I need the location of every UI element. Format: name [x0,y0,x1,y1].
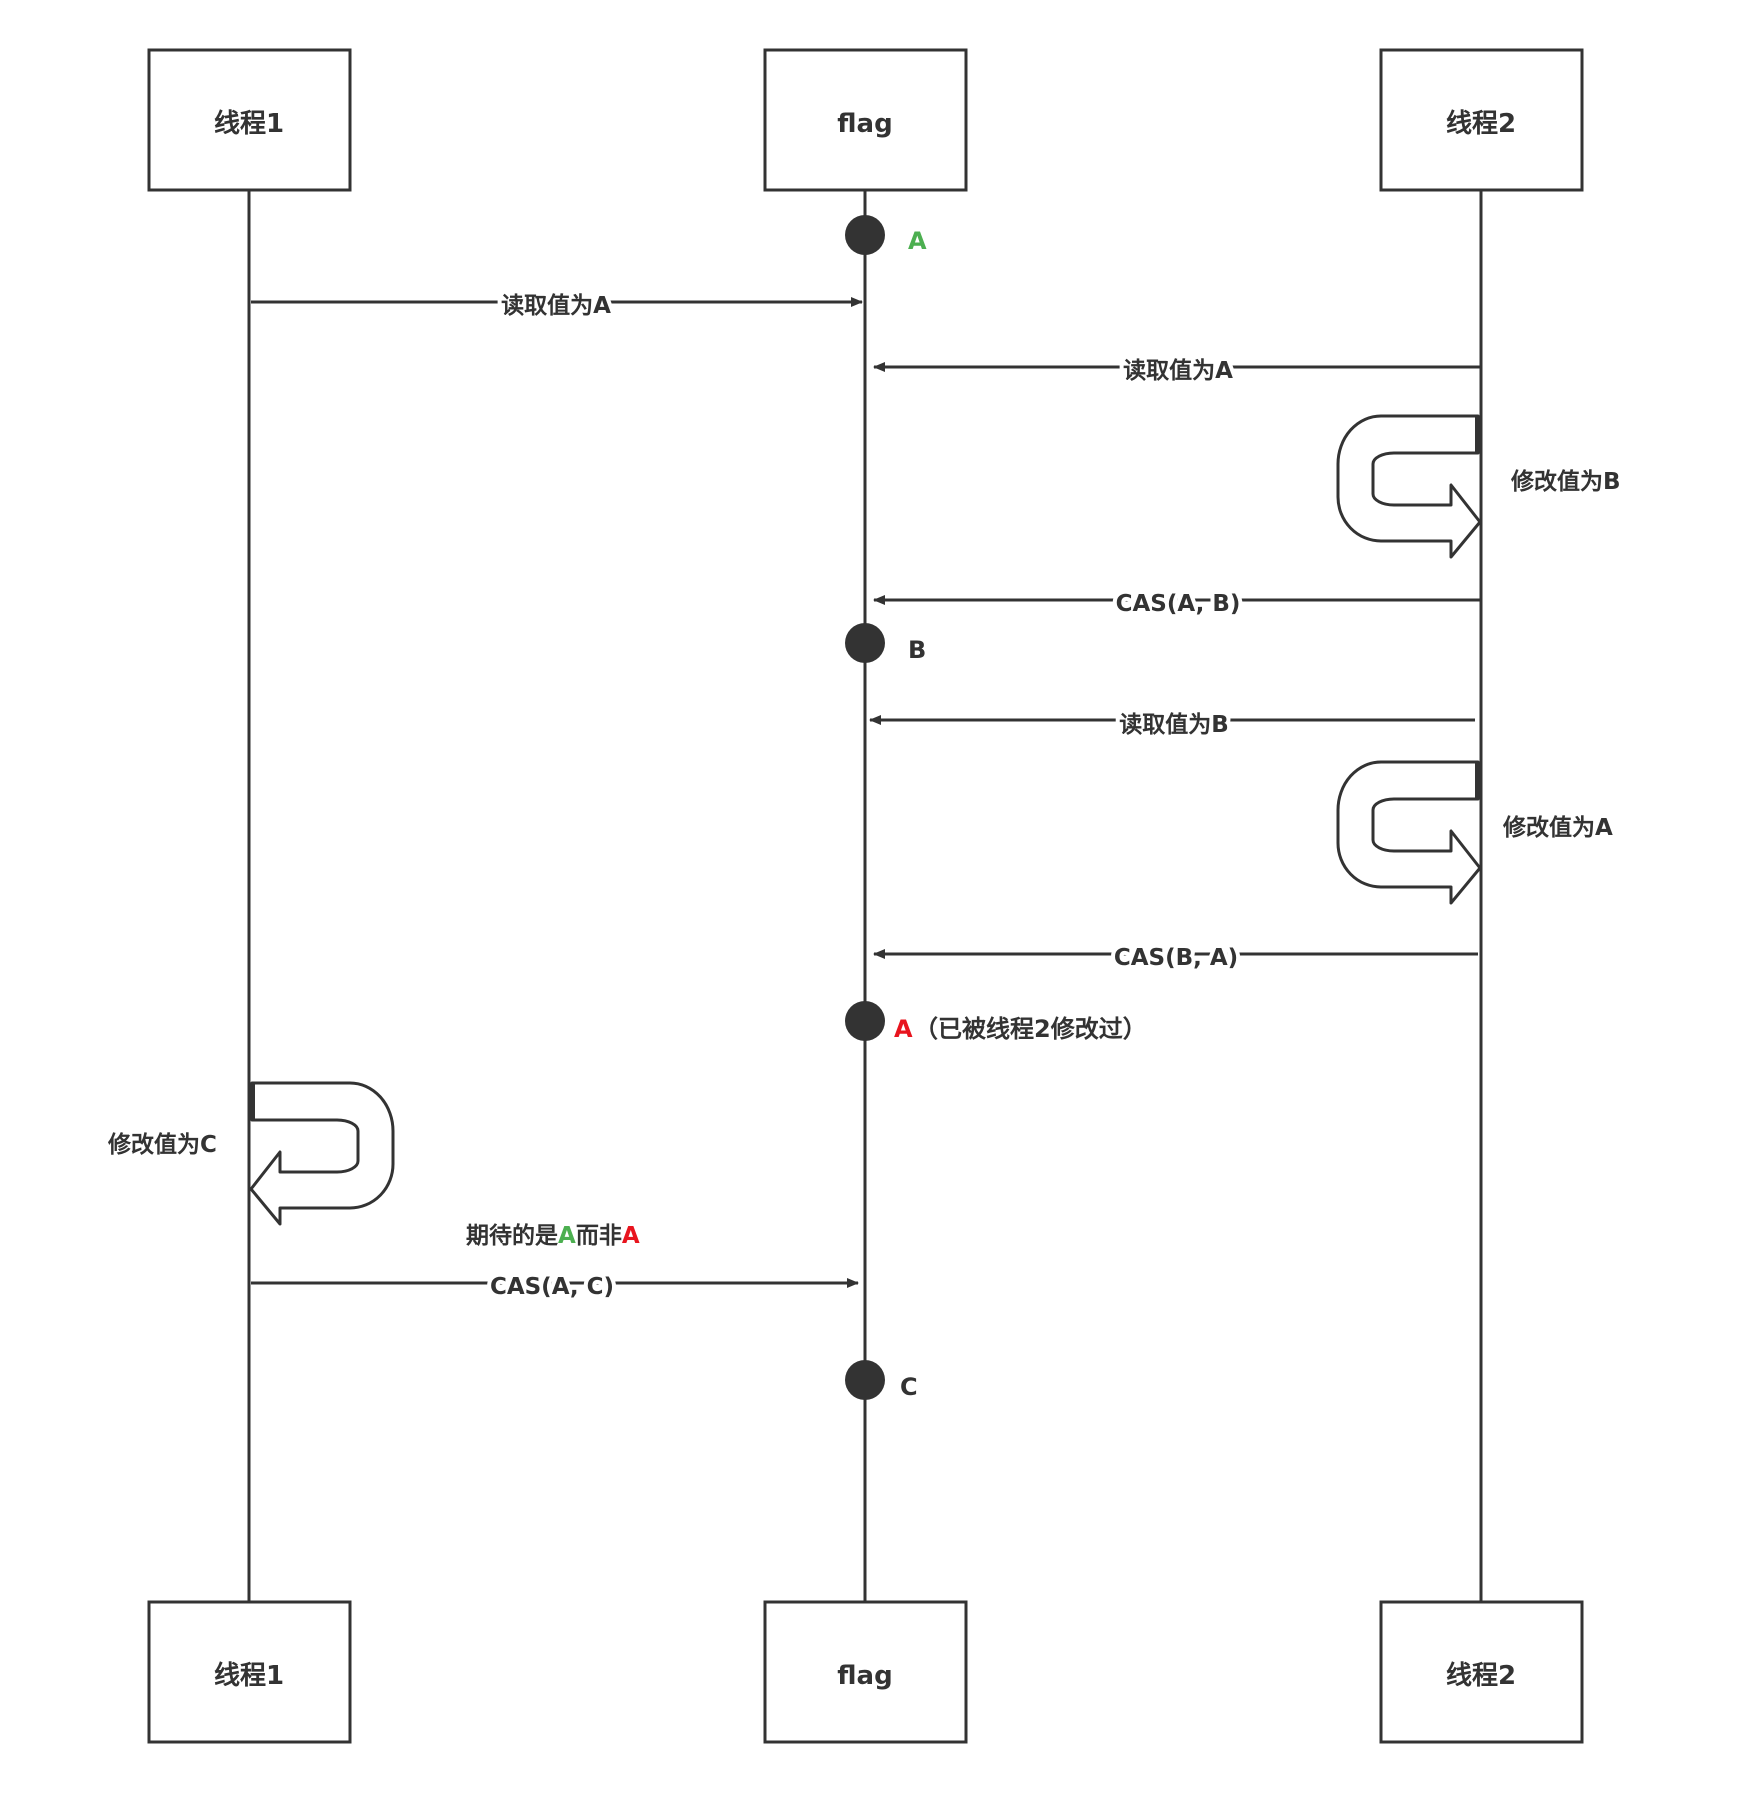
expectation-note-expected-a: A [558,1223,576,1249]
thread1-footer-box: 线程1 [147,1600,352,1744]
flag-footer-label: flag [837,1661,892,1691]
flag-header-box: flag [763,48,968,192]
thread1-footer-label: 线程1 [214,1661,284,1691]
state-dot-c [845,1360,885,1400]
state-label-a-initial: A [908,227,927,255]
expectation-note-part3: 而非 [576,1223,622,1249]
thread2-header-label: 线程2 [1446,109,1516,139]
message-t2-cas-ab: CAS(A, B) [1116,591,1241,617]
expectation-note-actual-a: A [622,1223,640,1249]
state-dot-a-reverted [845,1001,885,1041]
flag-header-label: flag [837,109,892,139]
message-t2-cas-ba: CAS(B, A) [1114,945,1238,971]
flag-footer-box: flag [763,1600,968,1744]
state-label-a-reverted: A [894,1015,913,1043]
message-t2-modify-b: 修改值为B [1510,468,1621,495]
message-t2-modify-a: 修改值为A [1502,814,1613,841]
expectation-note: 期待的是A而非A [466,1222,640,1249]
thread2-footer-box: 线程2 [1379,1600,1584,1744]
state-label-c: C [900,1373,918,1401]
message-t1-modify-c: 修改值为C [107,1131,217,1158]
message-t2-read-2: 读取值为B [1119,711,1229,738]
state-label-a-reverted-note: （已被线程2修改过） [914,1015,1147,1043]
thread2-header-box: 线程2 [1379,48,1584,192]
state-label-b: B [908,636,926,664]
self-call-arrow-t2-modify-a [1336,760,1482,905]
thread1-header-label: 线程1 [214,109,284,139]
thread1-header-box: 线程1 [147,48,352,192]
self-call-arrow-t2-modify-b [1336,414,1482,559]
thread2-footer-label: 线程2 [1446,1661,1516,1691]
message-t1-read: 读取值为A [501,292,611,319]
message-t1-cas-ac: CAS(A, C) [490,1274,614,1300]
self-call-arrow-t1-modify-c [249,1081,395,1226]
message-t2-read-1: 读取值为A [1123,357,1233,384]
expectation-note-part1: 期待的是 [466,1222,558,1249]
state-dot-a-initial [845,215,885,255]
state-dot-b [845,623,885,663]
